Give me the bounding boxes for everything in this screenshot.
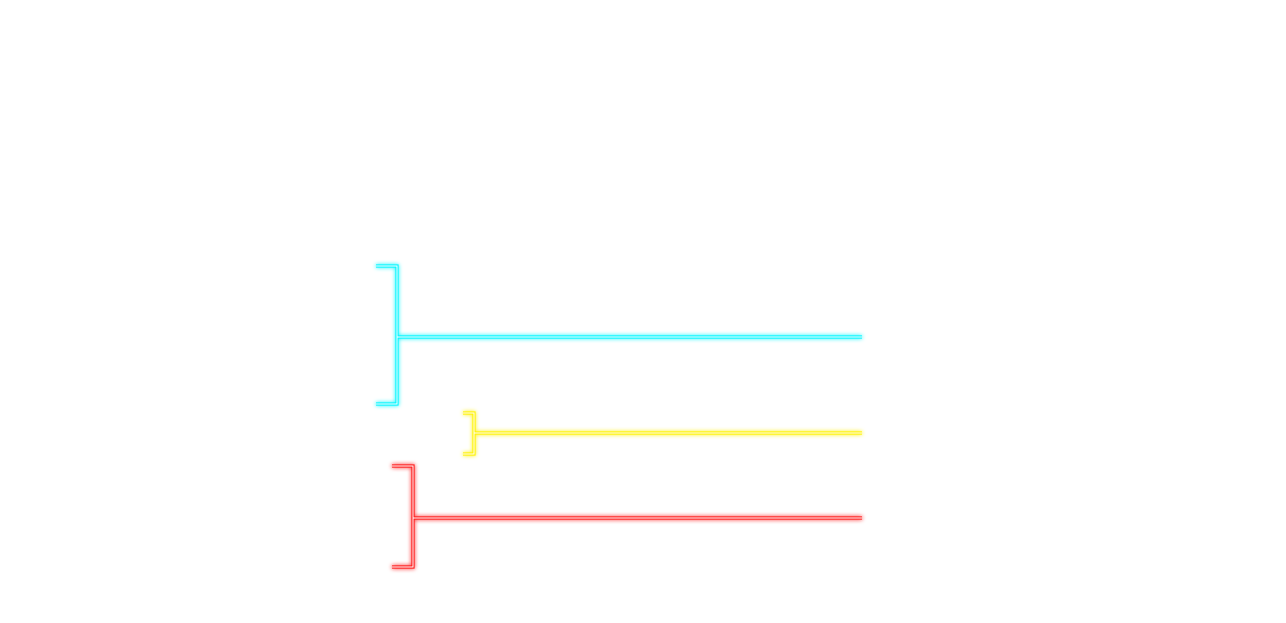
cyan-bracket [376,264,862,406]
yellow-bracket [463,411,862,456]
red-bracket [392,464,862,569]
